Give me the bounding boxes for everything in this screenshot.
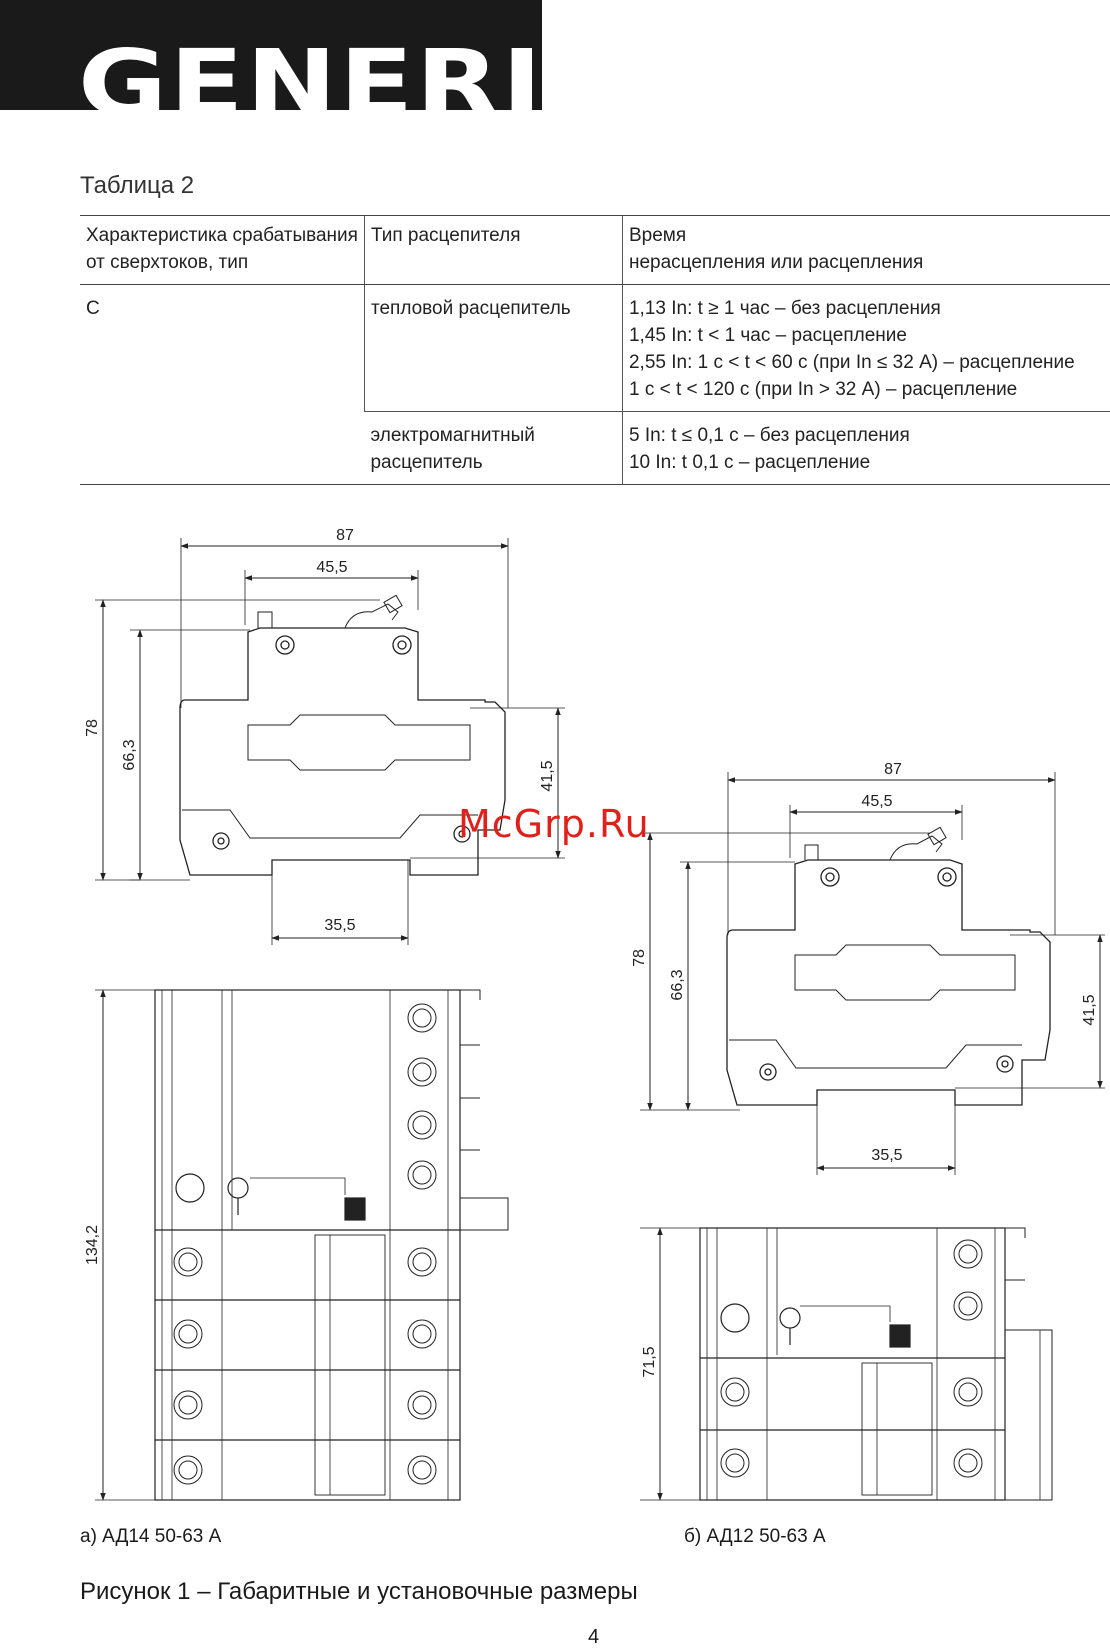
table-caption: Таблица 2 <box>80 172 195 199</box>
dim-b-top: 45,5 <box>861 793 892 810</box>
dim-a-top: 45,5 <box>316 559 347 576</box>
terminal-screws-b <box>720 1239 983 1478</box>
figure-caption: Рисунок 1 – Габаритные и установочные ра… <box>80 1578 638 1605</box>
dim-a-depth: 41,5 <box>539 760 556 791</box>
table-row: C тепловой расцепитель 1,13 In: t ≥ 1 ча… <box>80 284 1110 485</box>
header-release-type: Тип расцепителя <box>363 215 623 285</box>
table-row: электромагнитный расцепитель 5 In: t ≤ 0… <box>80 411 1110 485</box>
header-bar: GENERICA <box>0 0 710 130</box>
drawing-a-side-dimensions: 87 45,5 78 66,3 41,5 35,5 <box>84 527 556 934</box>
caption-b: б) АД12 50-63 А <box>684 1526 826 1547</box>
dim-b-front-height: 71,5 <box>641 1346 658 1377</box>
drawing-b-side-view <box>640 772 1105 1175</box>
watermark: McGrp.Ru <box>458 802 650 846</box>
drawing-b-side-dimensions: 87 45,5 78 66,3 41,5 35,5 <box>631 761 1098 1164</box>
dim-a-front-height: 134,2 <box>84 1225 101 1265</box>
brand-logo: GENERICA <box>78 30 713 137</box>
header-characteristic: Характеристика срабатывания от сверхтоко… <box>80 215 365 285</box>
dim-b-height: 78 <box>631 949 648 967</box>
cell-electromagnetic-time: 5 In: t ≤ 0,1 с – без расцепления 10 In:… <box>621 411 1110 485</box>
cell-thermal-time: 1,13 In: t ≥ 1 час – без расцепления 1,4… <box>621 284 1110 412</box>
drawing-b-front-view <box>640 1227 1053 1501</box>
dim-a-height-inner: 66,3 <box>121 739 138 770</box>
dim-b-width: 87 <box>884 761 902 778</box>
dim-a-height: 78 <box>84 719 101 737</box>
dim-b-rail: 35,5 <box>871 1147 902 1164</box>
page-number: 4 <box>588 1626 600 1648</box>
dim-a-rail: 35,5 <box>324 917 355 934</box>
cell-electromagnetic-type: электромагнитный расцепитель <box>364 411 623 485</box>
dim-b-height-inner: 66,3 <box>669 969 686 1000</box>
header-time: Время нерасцепления или расцепления <box>621 215 1110 285</box>
dim-a-width: 87 <box>336 527 354 544</box>
drawing-a-front-view <box>95 989 509 1501</box>
terminal-screws-a <box>173 1003 437 1485</box>
cell-characteristic: C <box>80 284 365 485</box>
cell-thermal-type: тепловой расцепитель <box>363 284 623 412</box>
table-header-row: Характеристика срабатывания от сверхтоко… <box>80 215 1110 285</box>
dim-b-depth: 41,5 <box>1081 994 1098 1025</box>
caption-a: а) АД14 50-63 А <box>80 1526 222 1547</box>
drawing-a-side-view <box>95 538 565 945</box>
spec-table: Характеристика срабатывания от сверхтоко… <box>80 215 1110 485</box>
